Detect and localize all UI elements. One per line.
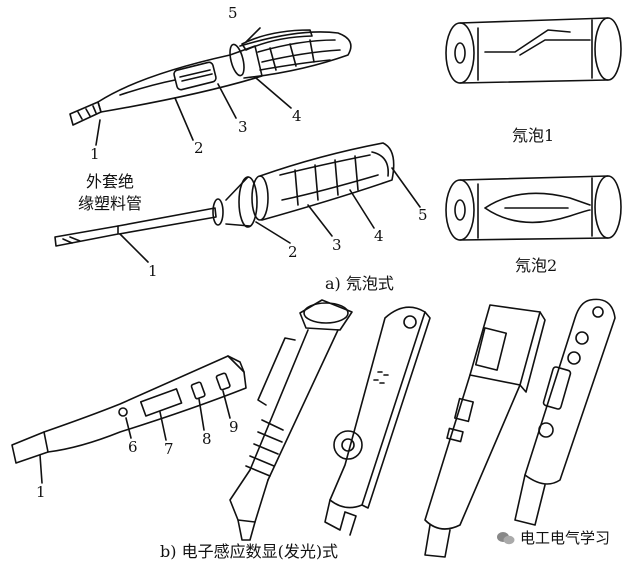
callout-sd-5: 5 bbox=[418, 206, 428, 224]
watermark: 电工电气学习 bbox=[496, 527, 610, 548]
callout-top-5: 5 bbox=[228, 4, 238, 22]
callout-top-2: 2 bbox=[194, 139, 204, 157]
screwdriver-tester bbox=[55, 143, 420, 262]
callout-sd-1: 1 bbox=[148, 262, 158, 280]
rect-display-pen bbox=[425, 305, 545, 557]
pen-tester-top bbox=[70, 28, 351, 145]
outer-sleeve-line-1: 外套绝 bbox=[86, 172, 135, 191]
digital-pen-flat bbox=[12, 356, 246, 483]
watermark-text: 电工电气学习 bbox=[520, 529, 611, 547]
callout-dp-8: 8 bbox=[202, 430, 212, 448]
flat-pen-circle bbox=[325, 307, 430, 535]
callout-top-3: 3 bbox=[238, 118, 248, 136]
callout-top-1: 1 bbox=[90, 145, 100, 163]
callout-dp-6: 6 bbox=[128, 438, 138, 456]
callout-sd-2: 2 bbox=[288, 243, 298, 261]
caption-bubble-2: 氖泡2 bbox=[515, 256, 558, 275]
callout-top-4: 4 bbox=[292, 107, 302, 125]
spring-pen bbox=[230, 300, 352, 540]
outer-sleeve-line-2: 缘塑料管 bbox=[78, 193, 143, 213]
slim-button-pen bbox=[515, 299, 615, 525]
callout-dp-9: 9 bbox=[229, 418, 239, 436]
caption-bubble-1: 氖泡1 bbox=[512, 126, 555, 145]
wechat-icon bbox=[497, 531, 515, 544]
neon-bubble-1 bbox=[446, 18, 621, 83]
callout-dp-1: 1 bbox=[36, 483, 46, 501]
callout-sd-3: 3 bbox=[332, 236, 342, 254]
outer-sleeve-label: 外套绝 缘塑料管 bbox=[78, 171, 142, 214]
caption-b: b) 电子感应数显(发光)式 bbox=[160, 542, 339, 561]
callout-sd-4: 4 bbox=[374, 227, 384, 245]
neon-bubble-2 bbox=[446, 176, 621, 240]
callout-dp-7: 7 bbox=[164, 440, 174, 458]
caption-a: a) 氖泡式 bbox=[325, 274, 394, 293]
